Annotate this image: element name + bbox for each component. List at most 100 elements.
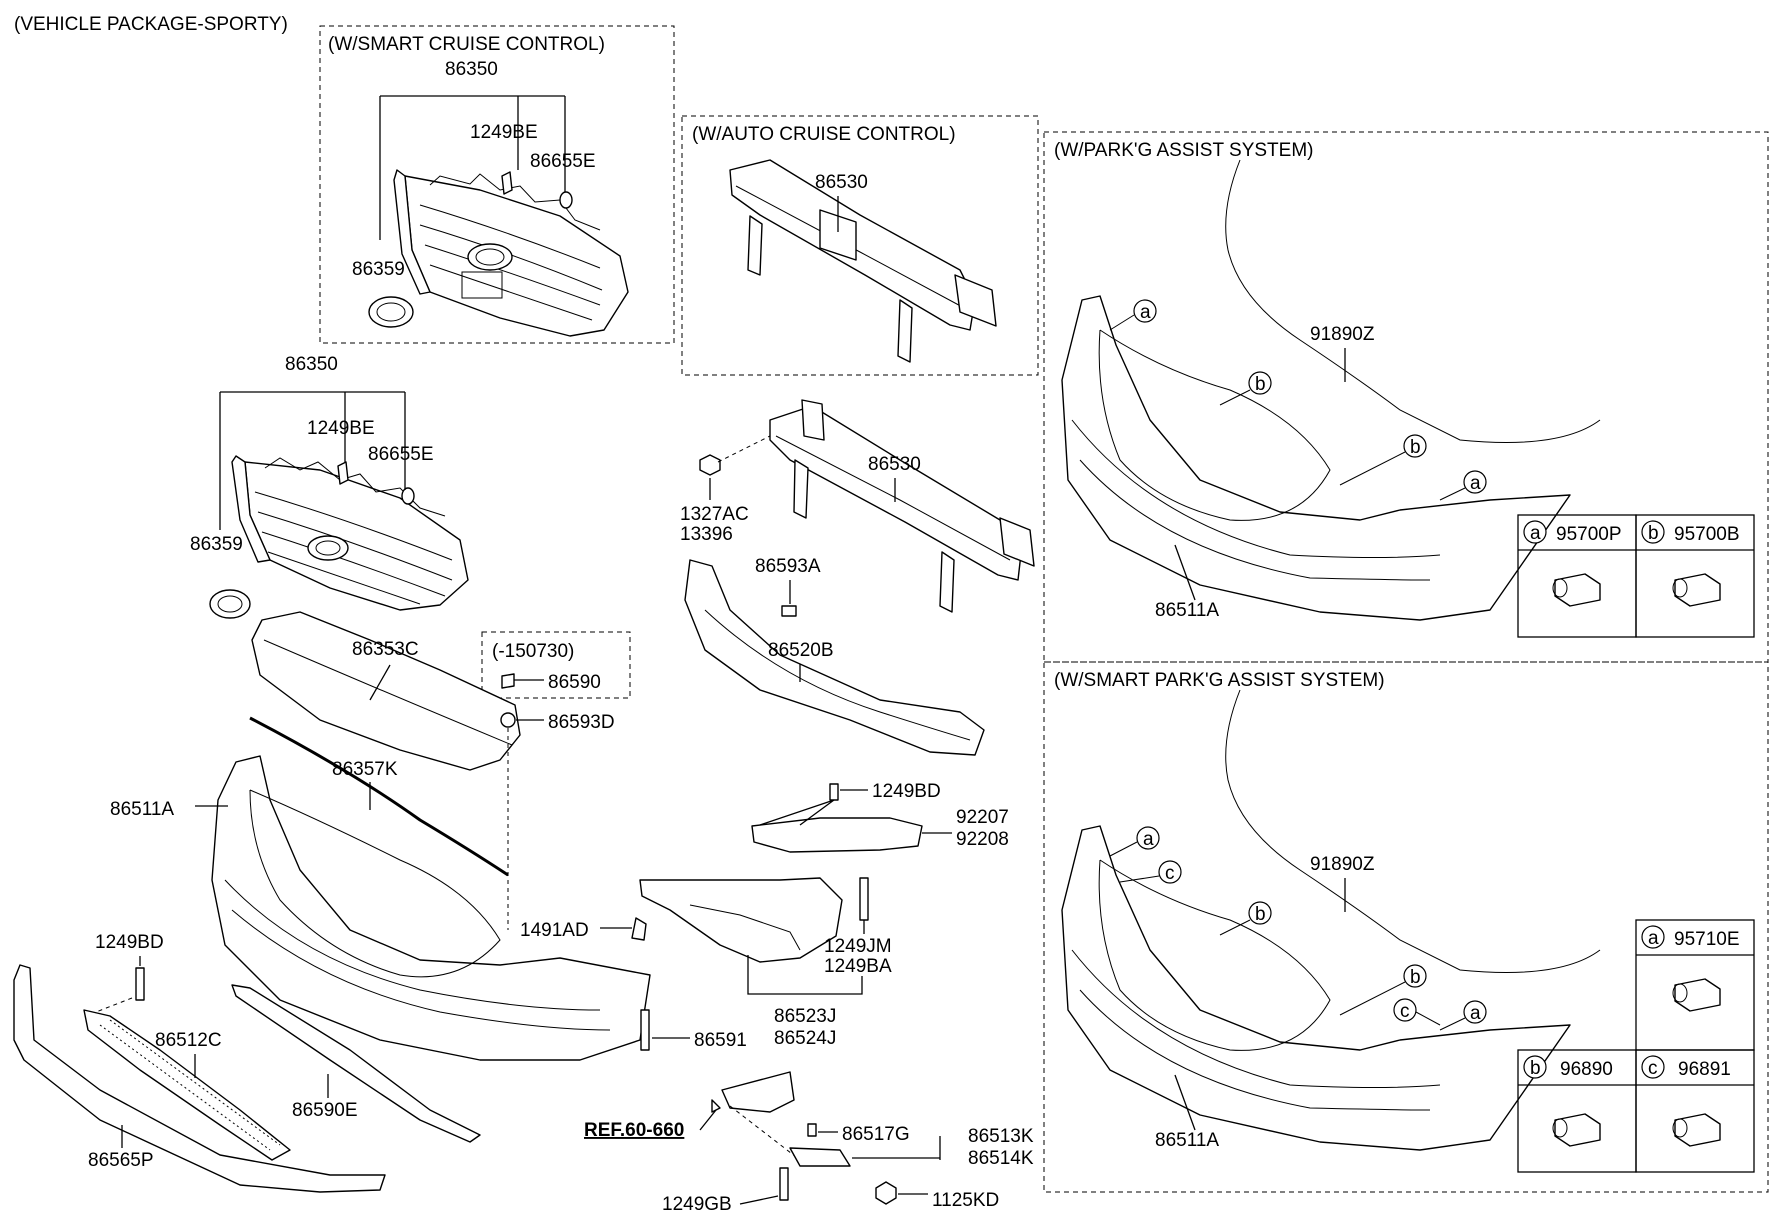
bumper-beam-main — [769, 399, 1035, 613]
clip-86590 — [501, 673, 515, 689]
panel-86353C-line — [263, 639, 513, 746]
bezel-86523J-86524J — [639, 877, 843, 963]
label-86357K: 86357K — [332, 759, 398, 780]
svg-text:c: c — [1648, 1058, 1658, 1079]
label-1491AD: 1491AD — [520, 920, 589, 941]
emblem-inner — [376, 302, 406, 322]
label-86523J: 86523J — [774, 1006, 836, 1027]
label-1249JM: 1249JM — [824, 936, 892, 957]
label-86565P: 86565P — [88, 1150, 154, 1171]
harness-91890Z-bottom — [1225, 689, 1601, 973]
clip-86655E-top — [559, 191, 573, 209]
label-86359: 86359 — [190, 534, 243, 555]
svg-text:b: b — [1255, 904, 1266, 925]
guide-1327AC — [717, 435, 771, 463]
panel-86353C — [251, 611, 521, 771]
label-92207: 92207 — [956, 807, 1009, 828]
park-assist-header: (W/PARK'G ASSIST SYSTEM) — [1054, 140, 1313, 161]
bumper-cover-park-assist — [1061, 295, 1571, 621]
guide-bracket — [729, 1105, 801, 1161]
emblem-smart-cruise — [368, 296, 414, 328]
bolt-1125KD — [875, 1181, 897, 1205]
leader-86511A-park-assist — [1174, 544, 1196, 601]
bezel-inner — [689, 904, 801, 951]
leader-86511A-smart-park-assist — [1174, 1074, 1196, 1131]
emblem-main-inner — [217, 595, 243, 613]
bolt-1249GB — [779, 1167, 789, 1201]
bracket-lower — [721, 1071, 795, 1113]
svg-text:c: c — [1165, 863, 1175, 884]
guide-1249BD-left — [95, 997, 133, 1013]
harness-91890Z-top — [1225, 159, 1601, 443]
svg-text:95710E: 95710E — [1674, 929, 1740, 950]
ref-arrow — [711, 1099, 721, 1113]
clip-86593A — [781, 605, 797, 617]
label-86590E: 86590E — [292, 1100, 358, 1121]
leader-86353C — [369, 664, 391, 701]
svg-text:b: b — [1648, 523, 1659, 544]
svg-text:a: a — [1648, 928, 1659, 949]
sensor-table-smart-park-assist: a 95710E b 96890 c 96891 — [1517, 919, 1755, 1173]
clip-1491AD — [631, 917, 647, 941]
label-86513K: 86513K — [968, 1126, 1034, 1147]
ref-60-660-link[interactable]: REF.60-660 — [584, 1120, 684, 1141]
label-91890Z-bottom: 91890Z — [1310, 854, 1375, 875]
label-86593A: 86593A — [755, 556, 821, 577]
label-86511A-park-assist: 86511A — [1155, 600, 1219, 621]
label-1249BE-top: 1249BE — [470, 122, 538, 143]
label-86512C: 86512C — [155, 1030, 222, 1051]
leader-ref — [699, 1109, 717, 1131]
smart-park-assist-box — [1043, 661, 1769, 1193]
absorber-86520B — [684, 559, 985, 756]
bumper-cover-main — [211, 755, 651, 1061]
grille-assembly-main — [231, 455, 469, 611]
date-note-box — [481, 631, 631, 699]
svg-text:95700P: 95700P — [1556, 524, 1622, 545]
label-91890Z-top: 91890Z — [1310, 324, 1375, 345]
lip-86565P — [13, 964, 386, 1193]
label-1249GB: 1249GB — [662, 1194, 732, 1211]
smart-park-assist-header: (W/SMART PARK'G ASSIST SYSTEM) — [1054, 670, 1385, 691]
svg-text:b: b — [1255, 374, 1266, 395]
leader-86350-top — [379, 95, 566, 240]
svg-text:a: a — [1470, 473, 1481, 494]
auto-cruise-header: (W/AUTO CRUISE CONTROL) — [692, 124, 956, 145]
label-86359-top: 86359 — [352, 259, 405, 280]
leader-86350 — [219, 391, 406, 530]
leader-lamp — [759, 799, 835, 826]
smart-cruise-header: (W/SMART CRUISE CONTROL) — [328, 34, 605, 55]
strip-86590E — [231, 984, 481, 1143]
leader-1249GB — [739, 1195, 779, 1205]
clip-86517G — [807, 1123, 817, 1137]
label-13396: 13396 — [680, 524, 733, 545]
callouts-park-assist: a b b a — [1109, 299, 1487, 501]
label-86524J: 86524J — [774, 1028, 836, 1049]
label-86350-top: 86350 — [445, 59, 498, 80]
nut-1327AC — [699, 454, 721, 476]
label-86593D: 86593D — [548, 712, 615, 733]
label-1327AC: 1327AC — [680, 504, 749, 525]
bolt-1249BD-left — [135, 967, 145, 1001]
lamp-92207-92208 — [751, 817, 923, 853]
bumper-cover-smart-park-assist — [1061, 825, 1571, 1151]
label-86514K: 86514K — [968, 1148, 1034, 1169]
label-1249BE: 1249BE — [307, 418, 375, 439]
svg-text:b: b — [1410, 967, 1421, 988]
label-86511A-main: 86511A — [110, 799, 174, 820]
svg-text:a: a — [1470, 1003, 1481, 1024]
clip-86655E — [401, 487, 415, 505]
sensor-table-park-assist: a 95700P b 95700B — [1517, 514, 1755, 638]
smart-cruise-box — [319, 25, 675, 344]
leader-86523J — [747, 955, 863, 995]
label-86530: 86530 — [868, 454, 921, 475]
label-1249BA: 1249BA — [824, 956, 892, 977]
grille-86512C-mesh — [99, 1019, 281, 1151]
bumper-beam-auto-cruise — [729, 159, 997, 363]
svg-text:c: c — [1400, 1001, 1410, 1022]
emblem-main — [209, 589, 251, 619]
callouts-smart-park-assist: a c b b c a — [1109, 826, 1487, 1031]
svg-text:a: a — [1140, 302, 1151, 323]
grille-assembly-smart-cruise — [393, 169, 629, 337]
